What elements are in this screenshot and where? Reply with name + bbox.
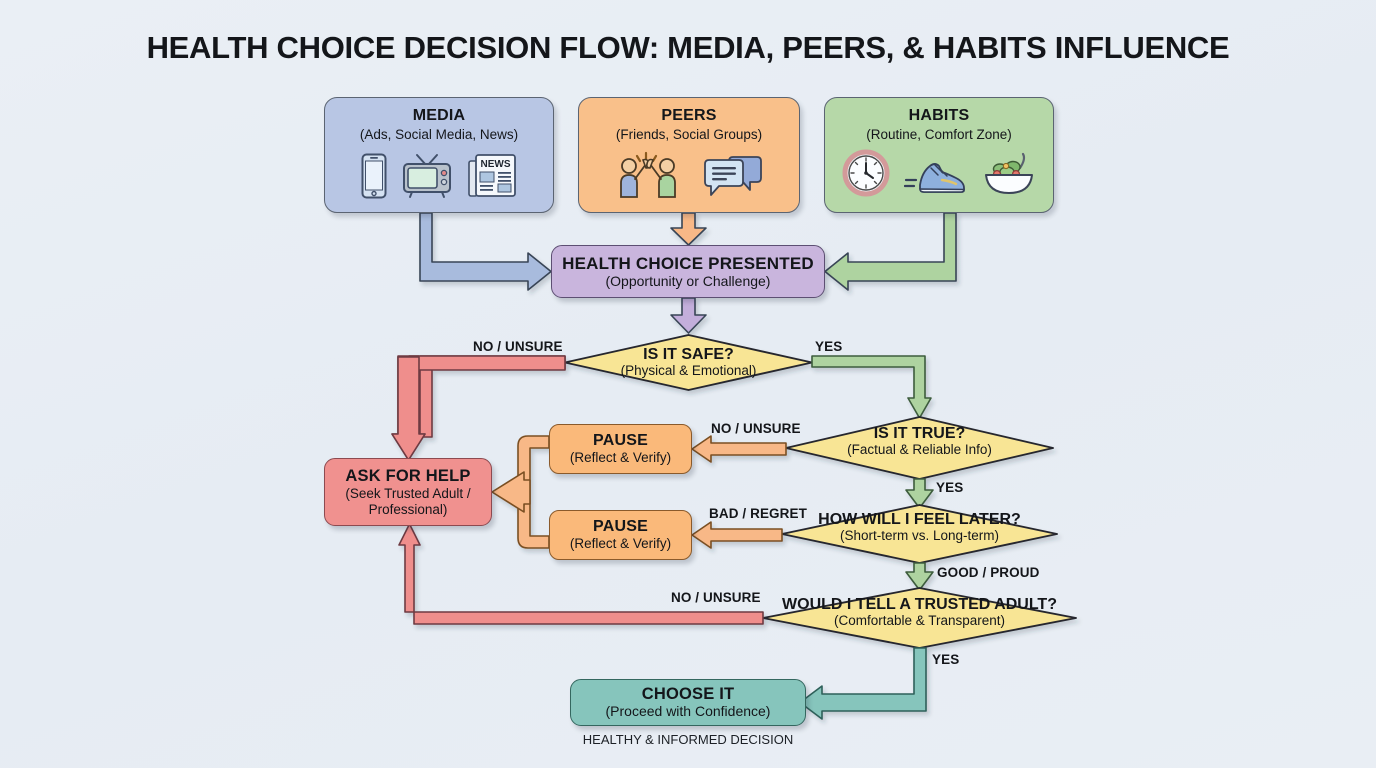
edge-pauses-to-help [491,435,550,549]
svg-text:NEWS: NEWS [481,159,511,170]
node-choose-subtitle: (Proceed with Confidence) [605,702,771,719]
node-choose-title: CHOOSE IT [641,685,735,704]
node-choose-it[interactable]: CHOOSE IT (Proceed with Confidence) [570,679,806,726]
television-icon [401,149,453,199]
node-pause-1-title: PAUSE [593,432,648,450]
salad-bowl-icon [982,149,1036,197]
node-habits-subtitle: (Routine, Comfort Zone) [866,126,1012,142]
edge-label-tell-no: NO / UNSURE [671,590,761,605]
node-choice-title: HEALTH CHOICE PRESENTED [562,253,814,273]
decision-how-will-i-feel [781,504,1058,564]
node-help-subtitle: (Seek Trusted Adult / [345,486,471,502]
node-pause-2-title: PAUSE [593,518,648,536]
edge-tell-no-to-help [398,523,764,625]
node-media[interactable]: MEDIA (Ads, Social Media, News) [324,97,554,213]
decision-would-i-tell [762,587,1077,649]
decision-is-it-safe [564,334,813,391]
edge-media-to-choice [419,212,552,291]
decision-is-it-true [785,416,1054,480]
media-icon-row: NEWS [361,149,517,199]
edge-label-tell-yes: YES [932,652,960,667]
high-five-people-icon [615,149,689,199]
diagram-caption: HEALTHY & INFORMED DECISION [582,732,794,747]
edge-label-safe-yes: YES [815,339,843,354]
node-pause-2[interactable]: PAUSE (Reflect & Verify) [549,510,692,560]
edge-feel-bad-to-pause2 [691,521,783,549]
node-health-choice-presented[interactable]: HEALTH CHOICE PRESENTED (Opportunity or … [551,245,825,298]
node-habits[interactable]: HABITS (Routine, Comfort Zone) [824,97,1054,213]
node-media-title: MEDIA [412,107,466,124]
clock-icon [842,149,890,197]
edge-safe-yes-to-true [811,355,932,419]
edge-true-no-to-pause1 [691,435,787,463]
node-choice-subtitle: (Opportunity or Challenge) [605,272,771,289]
newspaper-icon: NEWS [467,153,517,199]
edge-habits-to-choice [824,212,957,291]
edge-label-true-yes: YES [936,480,964,495]
speech-bubbles-icon [703,151,763,199]
edge-label-feel-bad: BAD / REGRET [709,506,807,521]
edge-tell-yes-to-choose [799,647,927,720]
node-ask-for-help[interactable]: ASK FOR HELP (Seek Trusted Adult / Profe… [324,458,492,526]
running-shoe-icon [904,151,968,197]
edge-label-safe-no: NO / UNSURE [473,339,563,354]
smartphone-icon [361,153,387,199]
edge-safe-no-to-help [391,355,566,461]
node-help-subtitle-2: Professional) [368,502,448,518]
peers-icon-row [615,149,763,199]
habits-icon-row [842,149,1036,197]
node-pause-2-subtitle: (Reflect & Verify) [569,536,672,552]
node-media-subtitle: (Ads, Social Media, News) [359,126,519,142]
node-help-title: ASK FOR HELP [345,466,471,485]
edge-feel-good-to-tell [905,562,934,591]
edge-true-yes-to-feel [905,478,934,509]
edge-label-true-no: NO / UNSURE [711,421,801,436]
edge-label-feel-good: GOOD / PROUD [937,565,1040,580]
node-peers[interactable]: PEERS (Friends, Social Groups) [578,97,800,213]
node-peers-title: PEERS [661,107,717,124]
edge-choice-to-safe [670,297,707,334]
node-peers-subtitle: (Friends, Social Groups) [615,126,763,142]
edge-peers-to-choice [670,212,707,246]
node-habits-title: HABITS [908,107,970,124]
node-pause-1-subtitle: (Reflect & Verify) [569,450,672,466]
node-pause-1[interactable]: PAUSE (Reflect & Verify) [549,424,692,474]
page-title: HEALTH CHOICE DECISION FLOW: MEDIA, PEER… [146,30,1230,65]
